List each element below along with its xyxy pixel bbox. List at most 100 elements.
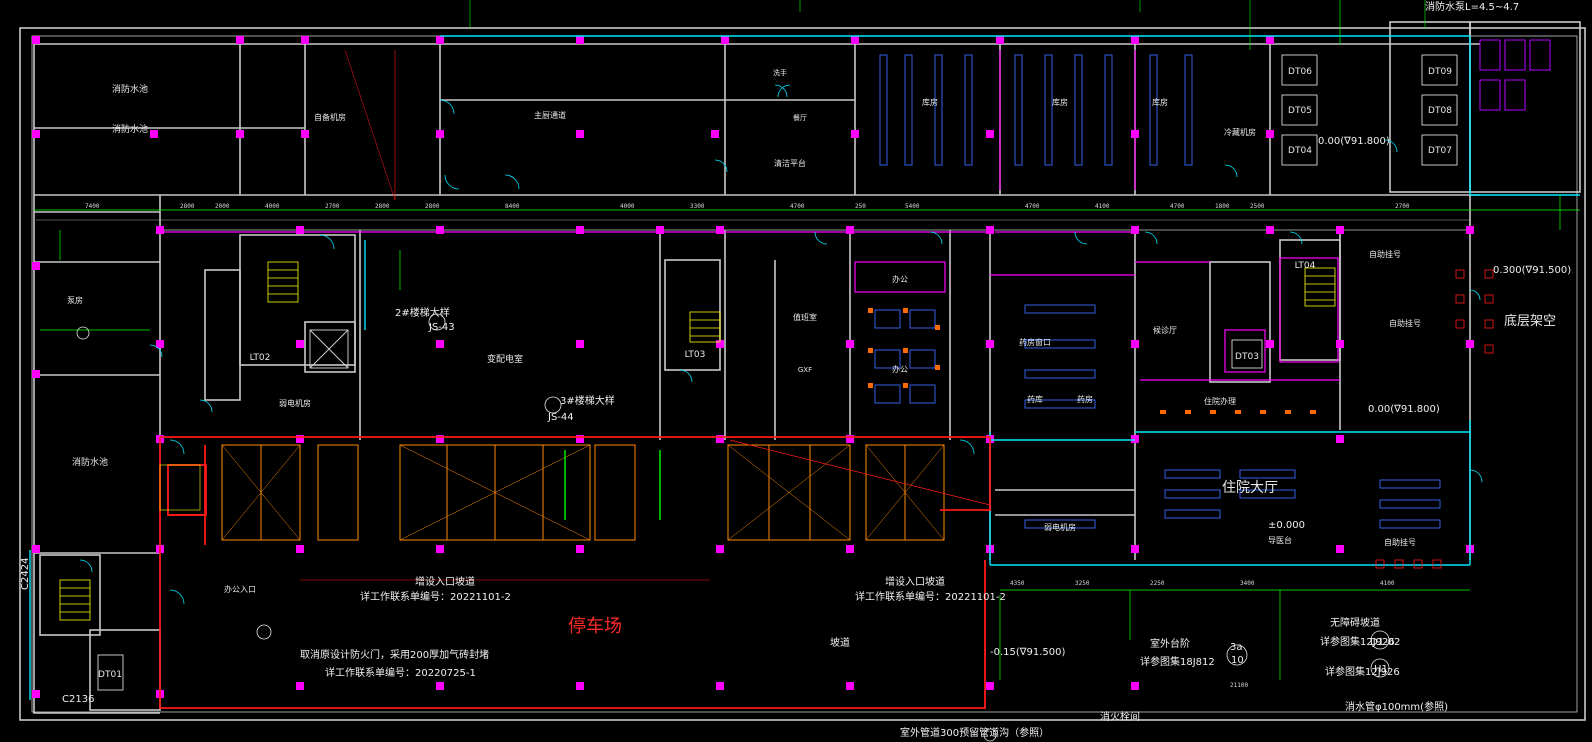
room-self-supply: 自备机房	[314, 112, 346, 122]
stair-detail-2: 2#楼梯大样	[395, 306, 450, 319]
room-office-entry: 办公入口	[224, 584, 256, 594]
section-markers	[76, 313, 1390, 742]
ticket-note-left: 详工作联系单编号：20221101-2	[360, 590, 511, 603]
elevation-bottom: -0.15(∇91.500)	[990, 647, 1065, 658]
svg-text:4700: 4700	[1025, 203, 1040, 210]
section-10: 10	[1231, 655, 1244, 666]
annotations: 停车场 增设入口坡道 详工作联系单编号：20221101-2 增设入口坡道 详工…	[20, 0, 1571, 739]
section-js43: JS-43	[428, 322, 455, 333]
room-dt04: DT04	[1288, 146, 1312, 156]
svg-text:4000: 4000	[265, 203, 280, 210]
room-low-voltage: 弱电机房	[279, 398, 311, 408]
room-dt06: DT06	[1288, 67, 1312, 77]
room-dt08: DT08	[1428, 106, 1452, 116]
section-3a: 3a	[1230, 642, 1243, 653]
room-cold-storage: 冷藏机房	[1224, 127, 1256, 137]
ref-note-1: 详参图集12J926	[1320, 635, 1395, 648]
room-nurse: 住院办理	[1204, 396, 1236, 406]
svg-text:2500: 2500	[1250, 203, 1265, 210]
svg-text:2700: 2700	[325, 203, 340, 210]
room-lobby: 住院大厅	[1222, 480, 1278, 496]
room-dt09: DT09	[1428, 67, 1452, 77]
elevation-center: 0.00(∇91.800)	[1368, 404, 1440, 415]
svg-text:7400: 7400	[85, 203, 100, 210]
section-d102: D1-02	[1370, 637, 1400, 648]
toilet-fixtures	[1479, 39, 1551, 111]
frame-ticks	[469, 0, 1426, 50]
room-storage-2: 库房	[1052, 97, 1068, 107]
stairs	[59, 261, 1336, 621]
room-dining: 餐厅	[793, 113, 807, 122]
ramp-note-left: 增设入口坡道	[415, 575, 475, 588]
svg-text:4100: 4100	[1380, 580, 1395, 587]
fire-hydrant-note: 消火栓间	[1100, 710, 1140, 723]
zero-elevation: ±0.000	[1268, 520, 1305, 531]
cyan-walls	[29, 35, 1580, 700]
room-fire-pool-bottom: 消防水池	[72, 456, 108, 468]
storage-racks	[874, 54, 1441, 529]
room-self-service-3: 自助挂号	[1384, 537, 1416, 547]
svg-text:2800: 2800	[375, 203, 390, 210]
room-lt03: LT03	[685, 350, 706, 360]
ticket-note-right: 详工作联系单编号：20221101-2	[855, 590, 1006, 603]
elevation-right: 0.300(∇91.500)	[1493, 265, 1571, 276]
ref-note-2: 详参图集12J926	[1325, 665, 1400, 678]
room-office-2: 办公	[892, 364, 908, 374]
parking-bays	[221, 444, 945, 541]
ramp-label: 坡道	[830, 636, 850, 649]
svg-text:3300: 3300	[690, 203, 705, 210]
room-dt01: DT01	[98, 670, 122, 680]
elevation-top: 0.00(∇91.800)	[1318, 136, 1390, 147]
ref-note-3: 详参图集18J812	[1140, 655, 1215, 668]
room-fire-pool-top: 消防水池	[112, 83, 148, 95]
svg-text:250: 250	[855, 203, 866, 210]
room-gx: 值班室	[793, 312, 817, 322]
parking-label: 停车场	[568, 616, 622, 637]
c2136-label: C2136	[62, 694, 94, 705]
svg-text:3400: 3400	[1240, 580, 1255, 587]
room-self-service-1: 自助挂号	[1369, 249, 1401, 259]
leader-lines	[34, 0, 1580, 680]
ramp-slope-note: 无障碍坡道	[1330, 616, 1380, 629]
furniture	[868, 308, 1316, 414]
column-top-note: 消防水泵L=4.5~4.7	[1425, 0, 1519, 13]
room-dt05: DT05	[1288, 106, 1312, 116]
ramp-note-right: 增设入口坡道	[885, 575, 945, 588]
svg-text:4700: 4700	[1170, 203, 1185, 210]
section-h1: H1	[1374, 664, 1388, 675]
svg-text:5400: 5400	[905, 203, 920, 210]
room-kitchen: 主厨通道	[534, 110, 566, 120]
svg-text:8400: 8400	[505, 203, 520, 210]
room-dt03: DT03	[1235, 352, 1259, 362]
c2424-label: C2424	[20, 558, 31, 590]
doors	[79, 84, 1483, 605]
svg-text:4700: 4700	[790, 203, 805, 210]
water-note: 消水管φ100mm(参照)	[1345, 700, 1448, 713]
fire-alarm-marks	[1375, 269, 1494, 569]
room-low-voltage-2: 弱电机房	[1044, 522, 1076, 532]
room-pharmacy-window: 药房窗口	[1019, 337, 1051, 347]
room-pump: 泵房	[67, 295, 83, 305]
room-storage-1: 库房	[922, 97, 938, 107]
room-cleaning: 清洁平台	[774, 158, 806, 168]
room-dt07: DT07	[1428, 146, 1452, 156]
ramp-outline	[159, 436, 991, 709]
room-self-service-2: 自助挂号	[1389, 318, 1421, 328]
outer-walls	[19, 21, 1586, 721]
room-info-desk: 导医台	[1268, 535, 1292, 545]
room-lt02: LT02	[250, 353, 271, 363]
room-gxf: GXF	[798, 366, 812, 374]
svg-text:4000: 4000	[620, 203, 635, 210]
room-stilt: 底层架空	[1504, 313, 1556, 329]
svg-text:2250: 2250	[1150, 580, 1165, 587]
svg-text:3250: 3250	[1075, 580, 1090, 587]
svg-text:2700: 2700	[1395, 203, 1410, 210]
section-js44: JS-44	[547, 412, 574, 423]
svg-text:1800: 1800	[1215, 203, 1230, 210]
elevators	[97, 54, 1458, 691]
room-power: 变配电室	[487, 353, 523, 365]
ticket-note-bottom: 详工作联系单编号：20220725-1	[325, 666, 476, 679]
room-fire-pool-label: 消防水池	[112, 123, 148, 135]
